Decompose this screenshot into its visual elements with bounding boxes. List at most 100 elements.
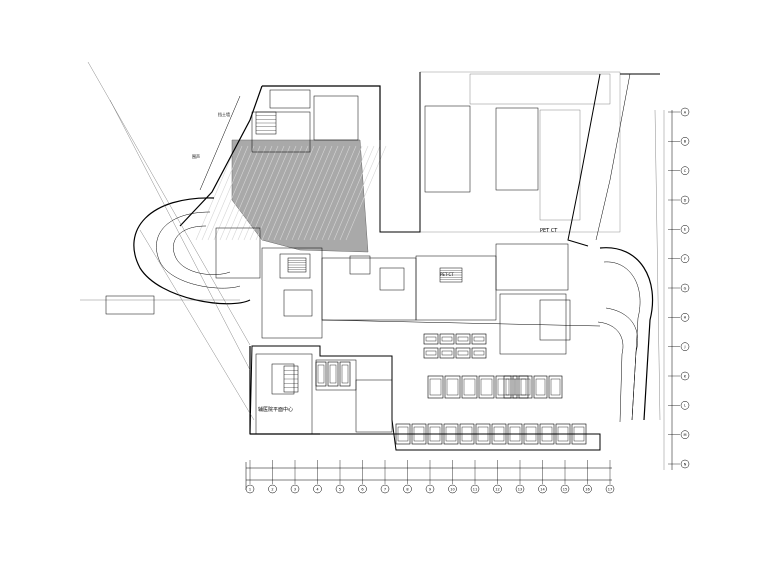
parking-bay: [533, 375, 548, 399]
grid-bubble: [290, 484, 300, 494]
grid-bubble: [403, 484, 412, 494]
grid-bubble: [245, 484, 255, 494]
grid-bubble-label: G: [684, 286, 687, 290]
grid-bubble-label: 6: [361, 488, 363, 492]
grid-bubble: [680, 313, 690, 322]
grid-bubble: [448, 484, 457, 494]
grid-bubble-label: B: [684, 140, 687, 144]
parking-bay: [443, 423, 459, 445]
grid-bubble-label: 1: [249, 488, 251, 492]
parking-bay: [478, 375, 495, 399]
parking-bay: [539, 423, 555, 445]
grid-bubble-label: 16: [585, 488, 589, 492]
grid-bubble: [515, 484, 525, 494]
parking-bay: [491, 423, 507, 445]
grid-bubble-label: 8: [406, 488, 408, 492]
parking-bay: [512, 375, 529, 399]
parking-bay: [439, 347, 455, 359]
stair: [287, 257, 307, 273]
grid-bubble: [313, 484, 322, 494]
parking-bay: [471, 333, 487, 345]
left-note-2: 围声: [192, 153, 200, 159]
grid-bubble-label: J: [683, 345, 685, 349]
grid-bubble: [680, 137, 690, 146]
grid-bubble-label: 14: [540, 488, 545, 492]
grid-bubble-label: M: [683, 433, 686, 437]
grid-bubble: [680, 401, 690, 410]
grid-bubble-label: L: [684, 404, 686, 408]
grid-bubble: [680, 371, 690, 381]
parking-bay: [523, 423, 539, 445]
grid-bubble-label: 15: [563, 488, 567, 492]
grid-bubble: [680, 430, 690, 439]
grid-bubble-label: 5: [339, 488, 341, 492]
grid-bubble-label: D: [684, 198, 687, 202]
parking-bay: [427, 375, 444, 399]
parking-bay: [439, 333, 455, 345]
grid-bubble-label: 3: [294, 488, 296, 492]
grid-bubble: [680, 342, 690, 351]
grid-bubble-label: K: [684, 374, 687, 378]
parking-bay: [461, 375, 478, 399]
parking-bay: [339, 361, 351, 387]
parking-bay: [471, 347, 487, 359]
grid-bubble-label: 13: [518, 488, 522, 492]
grid-bubble-label: N: [684, 462, 687, 466]
stair: [439, 267, 463, 283]
stairs: [255, 111, 463, 393]
hatched-zone: [195, 139, 387, 253]
parking-bay: [423, 347, 439, 359]
grid-bubble: [680, 254, 690, 263]
grid-bubble-label: 2: [271, 488, 273, 492]
parking-bay: [571, 423, 587, 445]
grid-bubble: [538, 484, 547, 494]
grid-bubble: [680, 166, 690, 175]
parking-bay: [455, 347, 471, 359]
grid-bubble: [680, 195, 690, 205]
grid-bubble-label: 12: [495, 488, 499, 492]
dimension-lines: [245, 110, 673, 490]
grid-bubble: [425, 484, 435, 494]
parking-bay: [507, 423, 523, 445]
parking-bay: [411, 423, 427, 445]
pet-ct-label: PET CT: [540, 228, 558, 234]
grid-bubble: [680, 225, 690, 234]
grid-bubble: [493, 484, 502, 494]
parking-bay: [315, 361, 327, 387]
grid-bubble-label: 10: [450, 488, 454, 492]
grid-bubble: [680, 459, 690, 469]
grid-bubble: [680, 283, 690, 293]
grid-bubble-label: H: [684, 316, 687, 320]
pet-ct-block: PET CT: [379, 71, 621, 234]
grid-bubble: [470, 484, 480, 494]
parking-bay: [395, 423, 411, 445]
grid-bubble: [583, 484, 592, 494]
parking-bay: [548, 375, 563, 399]
right-ramp: [597, 109, 661, 423]
stair: [255, 111, 277, 135]
grid-bubble-label: 17: [608, 488, 612, 492]
parking-bay: [423, 333, 439, 345]
parking-bay: [475, 423, 491, 445]
parking-bay: [518, 375, 533, 399]
parking-bays: [315, 333, 587, 445]
grid-bubble-label: F: [684, 257, 686, 261]
grid-bubble: [680, 107, 690, 117]
grid-bubble-label: 11: [473, 488, 477, 492]
grid-bubble-label: A: [684, 110, 687, 114]
pet-ct-room-label: PET-CT: [440, 272, 454, 277]
parking-bay: [444, 375, 461, 399]
grid-bubble: [335, 484, 345, 494]
grid-bubble: [268, 484, 277, 494]
grid-bubble-label: 9: [429, 488, 431, 492]
core-rooms: PET-CT: [215, 89, 601, 435]
grid-bubble: [380, 484, 390, 494]
grid-bubble-label: 7: [384, 488, 386, 492]
grid-bubble-label: C: [684, 169, 687, 173]
left-ramp: 挡土墙 围声: [80, 61, 255, 421]
parking-bay: [427, 423, 443, 445]
bottom-area-label: 辅医院平面中心: [258, 406, 293, 413]
